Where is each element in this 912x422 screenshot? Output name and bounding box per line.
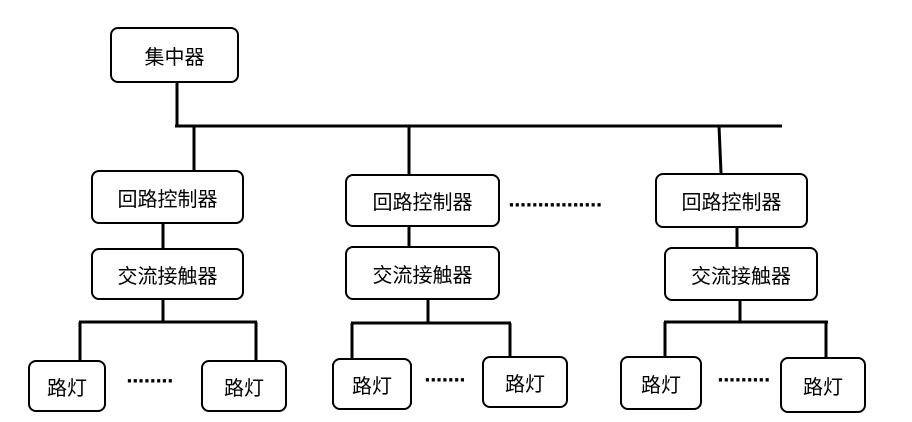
- loop-controller-box-1: 回路控制器: [91, 170, 244, 224]
- street-lamp-box-1a: 路灯: [28, 360, 106, 412]
- ac-contactor-box-1: 交流接触器: [91, 248, 244, 300]
- ac-contactor-box-2: 交流接触器: [345, 246, 500, 300]
- street-lamp-box-2a: 路灯: [332, 358, 412, 410]
- street-lamp-box-3a: 路灯: [620, 356, 702, 410]
- loop-controller-box-2: 回路控制器: [345, 174, 500, 227]
- loop-controller-box-3: 回路控制器: [655, 173, 808, 228]
- ellipsis-group-1: ········: [126, 371, 174, 392]
- ac-contactor-box-3: 交流接触器: [664, 247, 818, 301]
- street-lamp-box-2b: 路灯: [482, 356, 568, 408]
- ellipsis-group-3: ·········: [717, 370, 771, 391]
- street-lamp-box-1b: 路灯: [201, 360, 287, 412]
- concentrator-box: 集中器: [110, 27, 239, 83]
- ellipsis-between-groups: ················: [508, 195, 602, 216]
- street-lamp-box-3b: 路灯: [780, 357, 866, 413]
- ellipsis-group-2: ·······: [424, 370, 466, 391]
